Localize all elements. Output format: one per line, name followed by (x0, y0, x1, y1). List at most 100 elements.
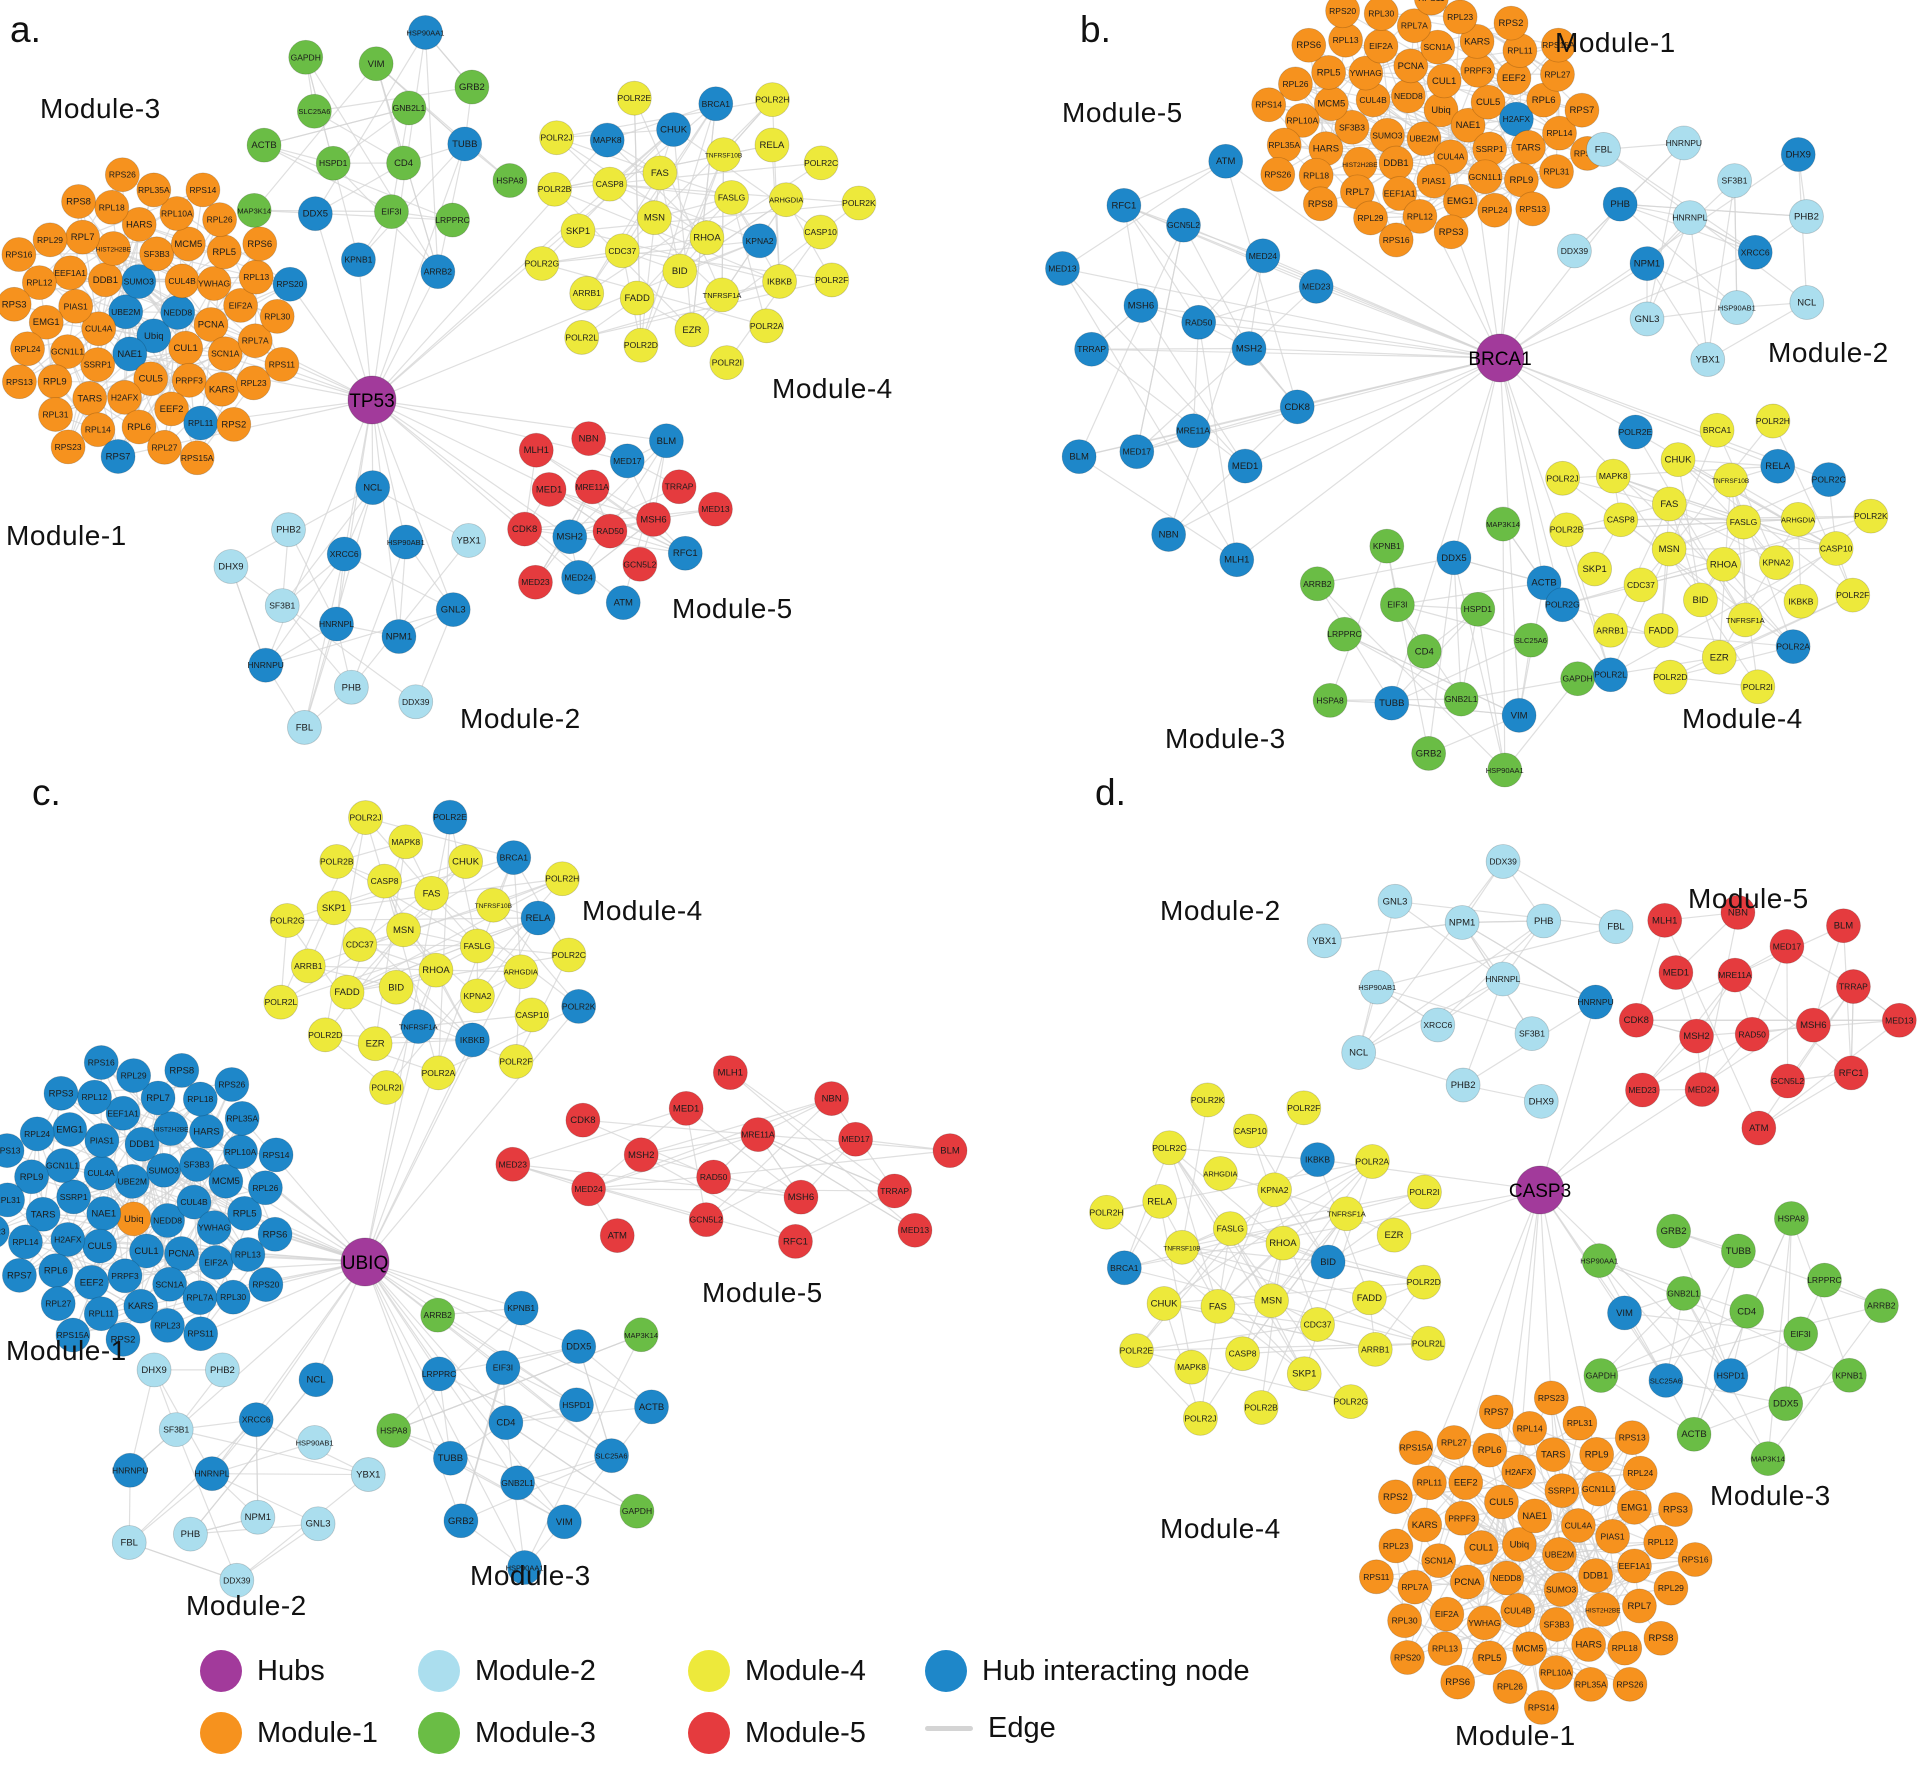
node-RPL31 (38, 397, 73, 432)
node-Ubiq (1501, 1527, 1537, 1562)
module-label-a-module-3: Module-3 (40, 93, 161, 124)
node-VIM (1607, 1295, 1642, 1331)
legend-label: Module-2 (475, 1654, 596, 1687)
node-SF3B1 (264, 588, 300, 624)
edge (263, 144, 453, 221)
module-label-b-module-3: Module-3 (1165, 723, 1286, 754)
edge (1397, 604, 1532, 641)
node-GCN1L1 (1581, 1471, 1616, 1507)
edge (535, 449, 686, 554)
edge (176, 1429, 369, 1476)
node-TNFRSF10B (706, 137, 741, 172)
edge (1785, 1218, 1793, 1404)
node-RPL23 (1442, 0, 1478, 35)
node-RPS23 (1533, 1380, 1569, 1416)
node-CHUK (1660, 442, 1696, 478)
node-KARS (1459, 24, 1495, 59)
node-MLH1 (518, 432, 554, 468)
edge (1168, 357, 1501, 535)
node-ATM (599, 1218, 635, 1253)
node-POLR2H (1755, 403, 1791, 439)
edge (1225, 161, 1298, 408)
node-SSRP1 (1544, 1473, 1580, 1509)
node-IKBKB (1300, 1142, 1335, 1178)
edge (1467, 125, 1501, 359)
module-label-d-module-1: Module-1 (1455, 1720, 1576, 1751)
node-EIF3I (485, 1350, 521, 1386)
node-DDB1 (87, 262, 123, 298)
edge (371, 399, 407, 543)
node-RPS14 (1523, 1689, 1559, 1725)
nodes-layer: CD4HSPD1GNB2L1EIF3ISLC25A6TUBBDDX5VIMLRP… (0, 0, 1917, 1725)
node-RFC1 (778, 1224, 813, 1259)
edge (371, 399, 686, 554)
edge (1262, 255, 1501, 359)
node-NPM1 (381, 619, 417, 654)
edge (438, 1373, 612, 1457)
edge (705, 1138, 856, 1221)
hub-node-CASP3 (1515, 1165, 1565, 1215)
node-RPL5 (1472, 1640, 1507, 1676)
edge (1772, 420, 1854, 596)
node-FADD (1643, 613, 1679, 648)
node-NEDD8 (1489, 1560, 1525, 1596)
module-label-d-module-3: Module-3 (1710, 1480, 1831, 1511)
node-RFC1 (667, 535, 703, 571)
node-RHOA (1706, 546, 1742, 582)
edge (1163, 1302, 1318, 1326)
edge (1529, 1423, 1581, 1649)
node-MSN (1651, 531, 1687, 567)
edge (513, 857, 522, 972)
node-POLR2J (348, 800, 383, 835)
edge (1062, 160, 1227, 269)
edge (1502, 860, 1617, 928)
node-GNL3 (1377, 883, 1413, 919)
node-POLR2D (623, 327, 659, 363)
node-UBE2M (114, 1164, 150, 1199)
node-YBX1 (350, 1457, 386, 1492)
node-HSPD1 (1460, 591, 1496, 627)
node-SKP1 (1577, 551, 1613, 587)
node-RPL27 (1436, 1425, 1472, 1460)
node-TNFRSF1A (1328, 1196, 1364, 1232)
node-RPL5 (227, 1195, 263, 1231)
node-RPL23 (236, 365, 271, 401)
edge (1693, 1250, 1740, 1435)
node-FADD (619, 280, 655, 316)
node-FBL (1586, 132, 1621, 167)
node-POLR2H (544, 861, 580, 897)
node-GCN5L2 (688, 1202, 724, 1238)
node-CUL4B (1500, 1592, 1536, 1628)
edge (1499, 357, 1636, 433)
edge (588, 1098, 832, 1190)
node-RPL9 (14, 1159, 49, 1195)
node-RPS7 (100, 439, 136, 474)
edge (418, 1014, 533, 1028)
node-RPL18 (182, 1081, 218, 1117)
node-EEF1A1 (52, 255, 88, 291)
edge (265, 609, 454, 666)
node-RPS20 (1390, 1640, 1425, 1675)
node-HNRNPL (319, 606, 354, 642)
node-RPS2 (1493, 5, 1529, 41)
node-EZR (1376, 1217, 1412, 1253)
node-RPL14 (8, 1224, 43, 1260)
node-POLR2L (564, 320, 600, 355)
hub-label-BRCA1: BRCA1 (1468, 349, 1531, 370)
module-label-a-module-1: Module-1 (6, 520, 127, 551)
node-CDK8 (1618, 1002, 1654, 1038)
node-MLH1 (712, 1055, 748, 1091)
node-FASLG (459, 928, 495, 964)
edge (1294, 83, 1361, 165)
node-RPL11 (1412, 1465, 1447, 1501)
node-EMG1 (52, 1112, 88, 1147)
node-MED23 (1625, 1072, 1660, 1108)
node-RPS8 (1302, 186, 1338, 222)
node-NCL (1789, 285, 1825, 320)
node-RPS15A (1541, 27, 1576, 63)
module-label-c-module-5: Module-5 (702, 1277, 823, 1308)
edge (1358, 861, 1504, 1053)
node-GCN1L1 (50, 334, 85, 369)
node-SF3B3 (139, 236, 175, 272)
edge (449, 817, 478, 947)
